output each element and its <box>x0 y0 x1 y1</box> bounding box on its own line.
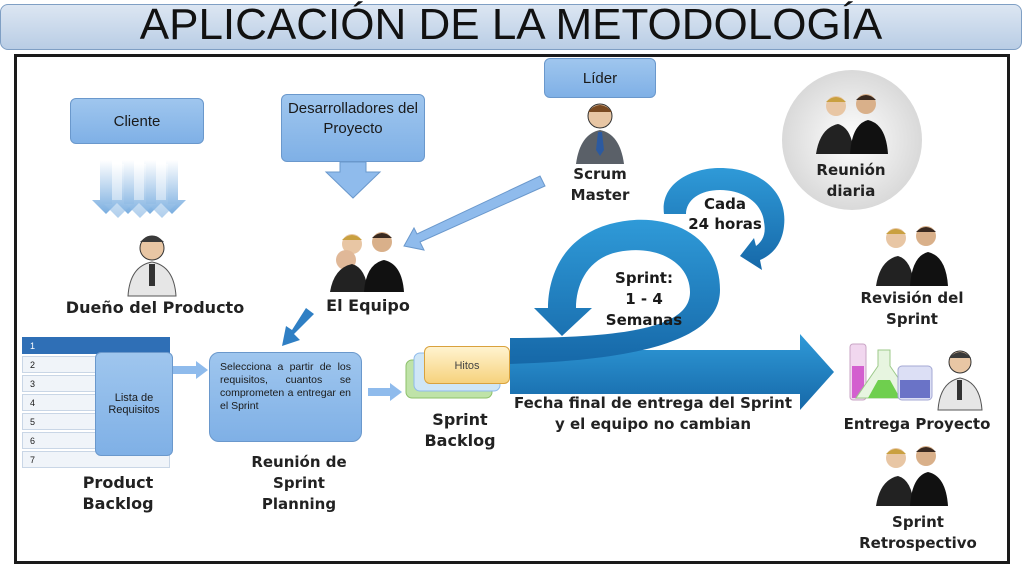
scrum-master-arrow <box>403 175 546 251</box>
reunion-diaria-avatar-icon <box>816 94 888 154</box>
selecciona-box: Selecciona a partir de los requisitos, c… <box>209 352 362 442</box>
backlog-row-number: 6 <box>30 436 36 446</box>
retrospectivo-avatar-icon <box>876 446 948 506</box>
diagram-frame <box>14 54 1010 564</box>
daily-loop <box>663 168 785 270</box>
reunion-diaria-label: Reunión diaria <box>816 161 886 200</box>
reunion-diaria-halo <box>782 70 922 210</box>
backlog-row-number: 1 <box>30 341 36 351</box>
equipo-avatar-icon <box>330 232 404 292</box>
sprint-backlog-label: Sprint Backlog <box>424 410 496 450</box>
cada-label: Cada <box>704 195 746 213</box>
horas-label: 24 horas <box>688 215 762 233</box>
backlog-row-number: 2 <box>30 360 36 370</box>
backlog-row-number: 3 <box>30 379 36 389</box>
title-bar <box>0 4 1022 50</box>
lider-callout: Líder <box>544 58 656 98</box>
backlog-row-number: 5 <box>30 417 36 427</box>
lista-requisitos-box: Lista de Requisitos <box>95 352 173 456</box>
revision-avatar-icon <box>876 226 948 286</box>
lider-label: Líder <box>582 70 618 87</box>
desarrolladores-arrow <box>324 161 382 199</box>
product-backlog-label: Product Backlog <box>82 473 154 513</box>
backlog-row-number: 4 <box>30 398 36 408</box>
duracion-label: 1 - 4 <box>625 290 663 308</box>
equipo-label: El Equipo <box>326 296 410 315</box>
hitos-card: Hitos <box>424 346 510 384</box>
flask-icon <box>849 343 933 401</box>
selecciona-text: Selecciona a partir de los requisitos, c… <box>220 361 351 412</box>
fecha-final-label: Fecha final de entrega del Sprint y el e… <box>513 394 793 433</box>
backlog-row-number: 7 <box>30 455 36 465</box>
hitos-label: Hitos <box>454 360 480 372</box>
entrega-avatar-icon <box>937 350 983 411</box>
desarrolladores-label: Desarrolladores del Proyecto <box>287 100 419 137</box>
dueno-avatar-icon <box>127 235 177 297</box>
cliente-down-arrows <box>92 160 186 218</box>
dueno-label: Dueño del Producto <box>65 298 245 317</box>
sprint-cycle-label: Sprint: <box>615 269 673 287</box>
scrum-master-avatar-icon <box>576 103 624 164</box>
cliente-label: Cliente <box>113 113 161 130</box>
lista-requisitos-label: Lista de Requisitos <box>108 392 160 416</box>
backlog-to-planning-arrow <box>172 361 208 379</box>
revision-label: Revisión del Sprint <box>860 289 964 328</box>
retrospectivo-label: Sprint Retrospectivo <box>859 513 977 552</box>
planning-to-sprint-arrow <box>368 383 402 401</box>
sprint-planning-label: Reunión de Sprint Planning <box>251 453 347 513</box>
semanas-label: Semanas <box>605 311 683 329</box>
sprint-loop <box>510 219 720 364</box>
equipo-arrow <box>282 308 314 346</box>
scrum-master-label: Scrum Master <box>570 165 630 204</box>
page-title: APLICACIÓN DE LA METODOLOGÍA <box>139 0 883 49</box>
desarrolladores-callout: Desarrolladores del Proyecto <box>281 94 425 162</box>
cliente-callout: Cliente <box>70 98 204 144</box>
entrega-label: Entrega Proyecto <box>843 415 991 433</box>
